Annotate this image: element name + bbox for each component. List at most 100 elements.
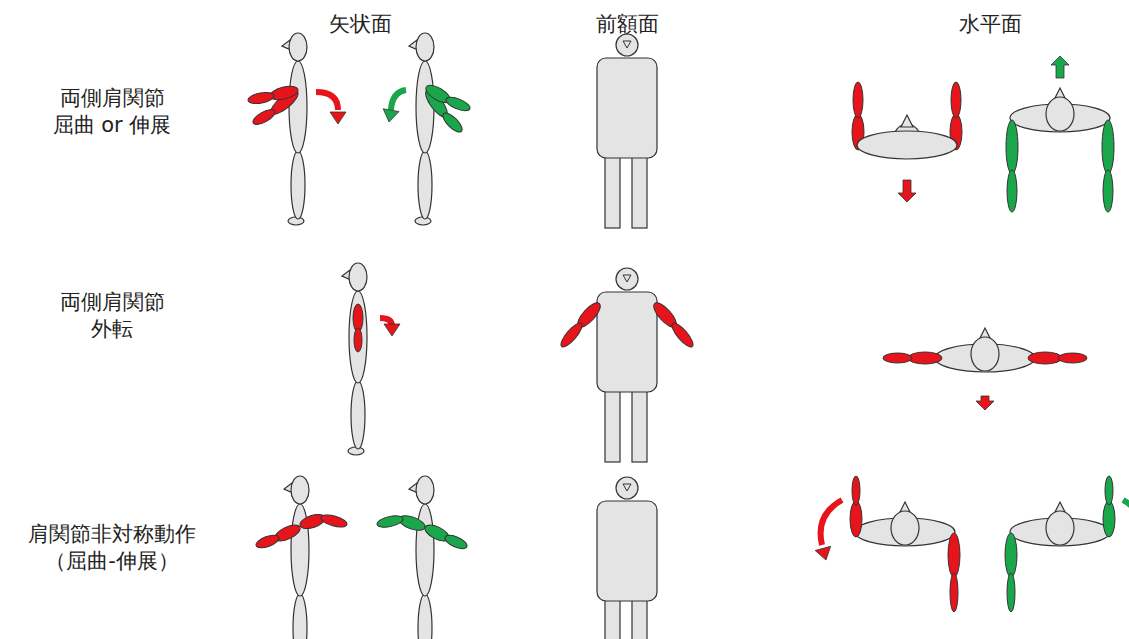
- leg: [418, 594, 432, 639]
- head: [891, 511, 919, 545]
- front-view-figure: [558, 268, 696, 462]
- motion-arrow: [383, 90, 406, 122]
- torso: [597, 501, 657, 601]
- face-mark: [623, 484, 631, 491]
- leg: [605, 156, 620, 228]
- head: [971, 337, 999, 371]
- head: [616, 477, 638, 499]
- side-view-figure: [247, 33, 307, 225]
- arm-segment: [444, 95, 471, 114]
- nose: [901, 115, 913, 127]
- head: [289, 33, 307, 61]
- arm-segment: [376, 514, 404, 530]
- column-header: 水平面: [930, 11, 1050, 38]
- arm-segment: [853, 82, 863, 118]
- torso: [597, 58, 657, 158]
- arm-segment: [354, 328, 362, 352]
- motion-arrow: [1123, 500, 1129, 560]
- head: [616, 34, 638, 56]
- leg: [291, 151, 305, 219]
- arm-segment: [1006, 120, 1018, 174]
- arm-segment: [558, 320, 585, 350]
- arm-segment: [397, 513, 427, 534]
- arm-segment: [950, 573, 958, 612]
- arm-segment: [852, 476, 860, 505]
- column-header: 前額面: [567, 11, 687, 38]
- arm-segment: [1007, 170, 1017, 212]
- motion-arrow: [316, 92, 346, 124]
- arm-segment: [1005, 533, 1017, 577]
- arrow-shaft: [821, 500, 842, 545]
- arm-segment: [1103, 501, 1115, 537]
- arm-segment: [951, 82, 961, 118]
- face-mark: [623, 41, 631, 48]
- arm-segment: [298, 512, 327, 532]
- top-view-figure: [852, 82, 962, 159]
- arm-segment: [948, 533, 960, 577]
- arm-segment: [254, 533, 280, 551]
- side-view-figure: [376, 476, 469, 639]
- top-view-figure: [1006, 88, 1114, 212]
- top-view-figure: [850, 476, 960, 612]
- side-view-figure: [254, 476, 348, 639]
- arm-segment: [669, 320, 696, 350]
- leg: [605, 390, 620, 462]
- arm-segment: [850, 501, 862, 537]
- head: [416, 476, 434, 504]
- leg: [632, 599, 647, 639]
- head: [416, 33, 434, 61]
- arm-segment: [251, 107, 277, 128]
- arm-segment: [908, 352, 942, 364]
- top-view-figure: [1005, 476, 1115, 612]
- motion-arrow: [898, 180, 916, 202]
- arm-segment: [1007, 573, 1015, 612]
- motion-arrow: [976, 396, 994, 410]
- arrow-head: [383, 109, 399, 122]
- head: [1046, 511, 1074, 545]
- arrow-head: [330, 112, 346, 124]
- motion-arrow: [380, 318, 400, 336]
- arm-segment: [1102, 120, 1114, 174]
- arm-segment: [440, 110, 465, 135]
- torso: [597, 292, 657, 392]
- arm-segment: [1105, 476, 1113, 505]
- side-view-figure: [342, 263, 367, 455]
- front-view-figure: [597, 34, 657, 228]
- row-label: 肩関節非対称動作 （屈曲-伸展）: [9, 521, 215, 576]
- arrow-shaft: [316, 92, 338, 110]
- leg: [605, 599, 620, 639]
- leg: [293, 594, 307, 639]
- face-mark: [623, 275, 631, 282]
- head: [291, 476, 309, 504]
- arm-segment: [443, 533, 469, 552]
- arm-segment: [269, 84, 300, 103]
- arm-segment: [1028, 352, 1062, 364]
- arrow-shaft: [391, 90, 406, 110]
- motion-arrow: [815, 500, 842, 560]
- arrow-head: [384, 324, 400, 336]
- arm-segment: [883, 353, 912, 363]
- head: [616, 268, 638, 290]
- head: [1046, 97, 1074, 131]
- arm-segment: [320, 513, 348, 530]
- side-view-figure: [409, 33, 472, 225]
- arm-segment: [1103, 170, 1113, 212]
- leg: [632, 156, 647, 228]
- column-header: 矢状面: [300, 11, 420, 38]
- arm-segment: [247, 91, 275, 106]
- front-view-figure: [597, 477, 657, 639]
- shoulders: [857, 131, 957, 159]
- leg: [632, 390, 647, 462]
- head: [349, 263, 367, 291]
- row-label: 両側肩関節 外転: [46, 289, 178, 344]
- row-label: 両側肩関節 屈曲 or 伸展: [46, 85, 178, 140]
- torso: [416, 504, 434, 596]
- top-view-figure: [883, 328, 1087, 372]
- torso: [289, 61, 307, 153]
- arrow-head: [815, 546, 830, 560]
- torso: [349, 291, 367, 383]
- leg: [351, 381, 365, 449]
- leg: [418, 151, 432, 219]
- arrow-shaft: [1123, 500, 1129, 545]
